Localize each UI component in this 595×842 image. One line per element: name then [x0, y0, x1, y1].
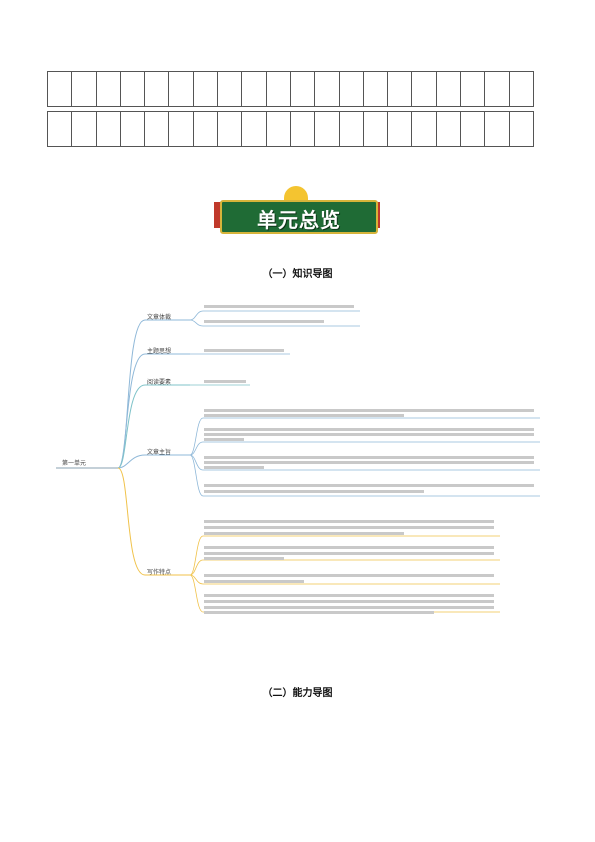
knowledge-map-heading: （一）知识导图 [262, 269, 333, 280]
leaf-connector [189, 310, 360, 321]
grid-cell [46, 71, 73, 107]
grid-cell [168, 111, 194, 147]
leaf-connector [189, 441, 540, 456]
illegible-leaf-text [204, 305, 534, 614]
grid-cell [314, 111, 340, 147]
grid-cell [168, 71, 194, 107]
grid-cell [387, 111, 413, 147]
grid-cell [435, 111, 462, 147]
grid-cell [241, 71, 267, 107]
mindmap-root: 第一单元 [62, 460, 87, 467]
unit-overview-banner: 单元总览 [214, 186, 380, 234]
leaf-connector [189, 319, 360, 327]
branch-connector-3 [117, 384, 190, 469]
branch-connector-2 [117, 353, 190, 469]
grid-cell [362, 71, 389, 107]
ability-map-heading: （二）能力导图 [262, 688, 333, 699]
grid-cell [289, 111, 316, 147]
grid-cell [95, 71, 121, 107]
leaf-connector [189, 454, 540, 471]
grid-cell [508, 111, 534, 147]
grid-cell [144, 111, 170, 147]
grid-cell [484, 71, 510, 107]
banner-title: 单元总览 [257, 208, 341, 232]
grid-cell [241, 111, 267, 147]
grid-cell [265, 111, 291, 147]
branch-connector-4 [117, 454, 190, 469]
firecracker-left-icon [214, 202, 222, 228]
grid-cell [265, 71, 291, 107]
writing-grid [46, 71, 534, 147]
sun-icon [284, 186, 308, 202]
grid-cell [289, 71, 316, 107]
grid-cell [484, 111, 510, 147]
leaf-connector [189, 574, 500, 613]
grid-cell [314, 71, 340, 107]
leaf-connector [189, 454, 540, 497]
grid-row [46, 111, 534, 147]
grid-cell [460, 111, 486, 147]
grid-cell [71, 111, 97, 147]
grid-cell [411, 111, 437, 147]
banner-plate: 单元总览 [220, 200, 378, 234]
branch-label-main-idea: 文章主旨 [147, 449, 172, 456]
leaf-connector [189, 417, 540, 456]
branch-connector-5 [117, 467, 190, 576]
leaf-connector [189, 574, 500, 585]
grid-cell [338, 71, 364, 107]
branch-label-theme: 主题思想 [147, 348, 172, 355]
branch-label-genre: 文章体裁 [147, 314, 172, 321]
grid-cell [387, 71, 413, 107]
leaf-connector [189, 559, 500, 576]
branch-connector-1 [117, 319, 190, 469]
branch-label-writing: 写作特点 [147, 569, 172, 576]
grid-cell [95, 111, 121, 147]
branch-label-reading: 阅读要素 [147, 379, 172, 386]
leaf-connector [189, 535, 500, 576]
grid-cell [46, 111, 73, 147]
grid-cell [411, 71, 437, 107]
grid-cell [362, 111, 389, 147]
grid-cell [338, 111, 364, 147]
